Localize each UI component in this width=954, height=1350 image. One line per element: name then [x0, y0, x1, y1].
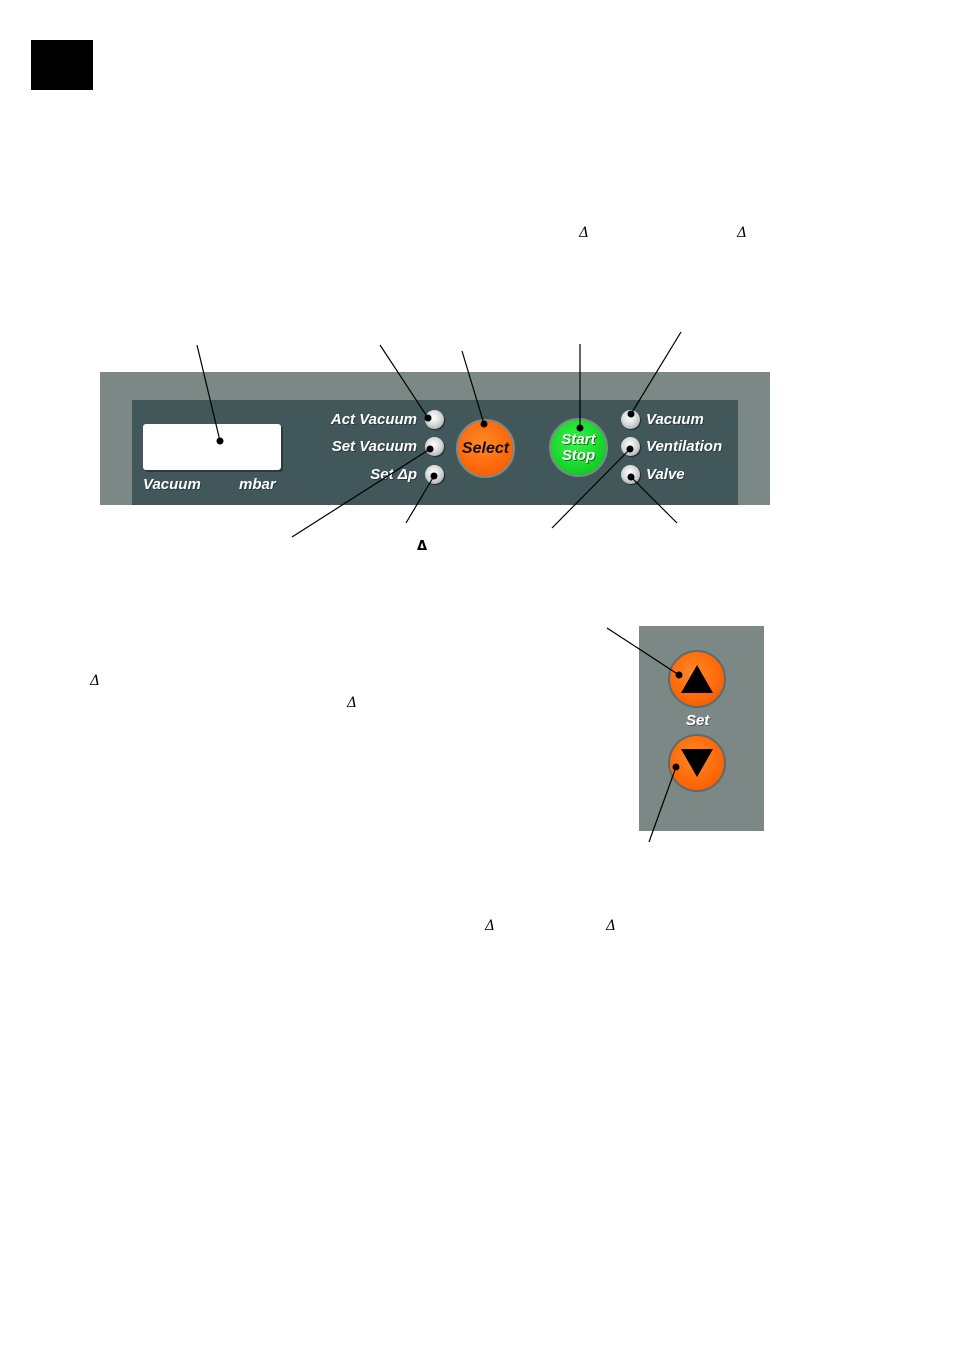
arrow-down-icon — [681, 749, 713, 777]
vacuum-display — [143, 424, 281, 470]
set-up-button[interactable] — [668, 650, 726, 708]
led-set-vacuum — [425, 437, 444, 456]
status-label-valve: Valve — [646, 466, 685, 483]
led-set-delta-p — [425, 465, 444, 484]
delta-symbol: Δ — [485, 918, 496, 934]
status-label-ventilation: Ventilation — [646, 438, 723, 455]
start-stop-button[interactable]: Start Stop — [549, 418, 608, 477]
delta-symbol: Δ — [417, 539, 428, 554]
arrow-up-icon — [681, 665, 713, 693]
display-unit-label-mbar: mbar — [239, 476, 276, 493]
set-label: Set — [686, 712, 710, 729]
section-marker-box — [31, 40, 93, 90]
led-valve-status — [621, 465, 640, 484]
start-button-label: Start — [561, 430, 596, 448]
delta-symbol: Δ — [737, 225, 748, 241]
led-act-vacuum — [425, 410, 444, 429]
led-vacuum-status — [621, 410, 640, 429]
delta-symbol: Δ — [90, 673, 101, 689]
status-label-vacuum: Vacuum — [646, 411, 704, 428]
delta-symbol: Δ — [579, 225, 590, 241]
set-down-button[interactable] — [668, 734, 726, 792]
mode-label-act-vacuum: Act Vacuum — [330, 411, 417, 428]
display-unit-label-vacuum: Vacuum — [143, 476, 201, 493]
delta-symbol: Δ — [606, 918, 617, 934]
select-button-label: Select — [461, 439, 510, 457]
stop-button-label: Stop — [561, 446, 596, 464]
select-button[interactable]: Select — [456, 419, 515, 478]
delta-symbol: Δ — [347, 695, 358, 711]
mode-label-set-vacuum: Set Vacuum — [331, 438, 417, 455]
mode-label-set-delta-p: Set Δp — [370, 466, 417, 483]
led-ventilation-status — [621, 437, 640, 456]
